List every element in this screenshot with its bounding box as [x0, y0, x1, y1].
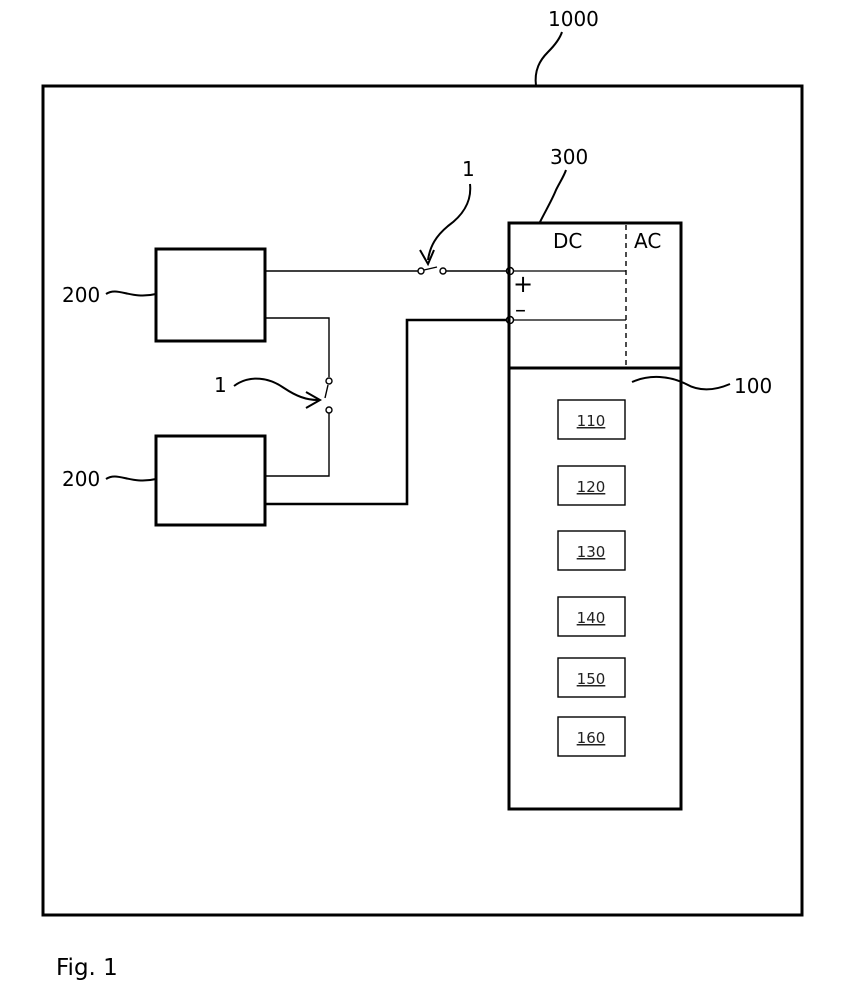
converter-leader: [540, 170, 566, 222]
module-label: 160: [577, 729, 606, 747]
switch-mid-label: 1: [214, 373, 227, 397]
switch-top-contact-a: [418, 268, 424, 274]
module-label: 110: [577, 412, 606, 430]
source-box-top: [156, 249, 265, 341]
terminal-plus-label: +: [513, 270, 533, 298]
switch-mid-contact-a: [326, 378, 332, 384]
module-box: 150: [558, 658, 625, 697]
source-top-leader: [106, 291, 156, 295]
system-label: 1000: [548, 7, 599, 31]
module-label: 150: [577, 670, 606, 688]
switch-mid-leader: [234, 379, 318, 400]
source-bottom-leader: [106, 476, 156, 480]
switch-top-contact-b: [440, 268, 446, 274]
source-top-label: 200: [62, 283, 100, 307]
converter-label: 300: [550, 145, 588, 169]
switch-top-label: 1: [462, 157, 475, 181]
wire-series-upper: [265, 318, 329, 377]
terminal-minus-label: –: [515, 298, 526, 323]
switch-top-arrowhead: [420, 250, 434, 264]
module-box: 120: [558, 466, 625, 505]
module-box: 160: [558, 717, 625, 756]
controller-label: 100: [734, 374, 772, 398]
module-label: 140: [577, 609, 606, 627]
module-box: 130: [558, 531, 625, 570]
module-box: 110: [558, 400, 625, 439]
module-box: 140: [558, 597, 625, 636]
converter-ac-label: AC: [634, 229, 661, 253]
system-leader-line: [536, 32, 562, 86]
figure-caption: Fig. 1: [56, 955, 118, 981]
converter-dc-label: DC: [553, 229, 582, 253]
switch-top-blade: [424, 267, 437, 270]
switch-mid-blade: [325, 385, 328, 398]
source-bottom-label: 200: [62, 467, 100, 491]
module-label: 120: [577, 478, 606, 496]
switch-top-leader: [428, 184, 470, 260]
switch-mid-contact-b: [326, 407, 332, 413]
module-label: 130: [577, 543, 606, 561]
source-box-bottom: [156, 436, 265, 525]
wire-series-lower: [265, 413, 329, 476]
